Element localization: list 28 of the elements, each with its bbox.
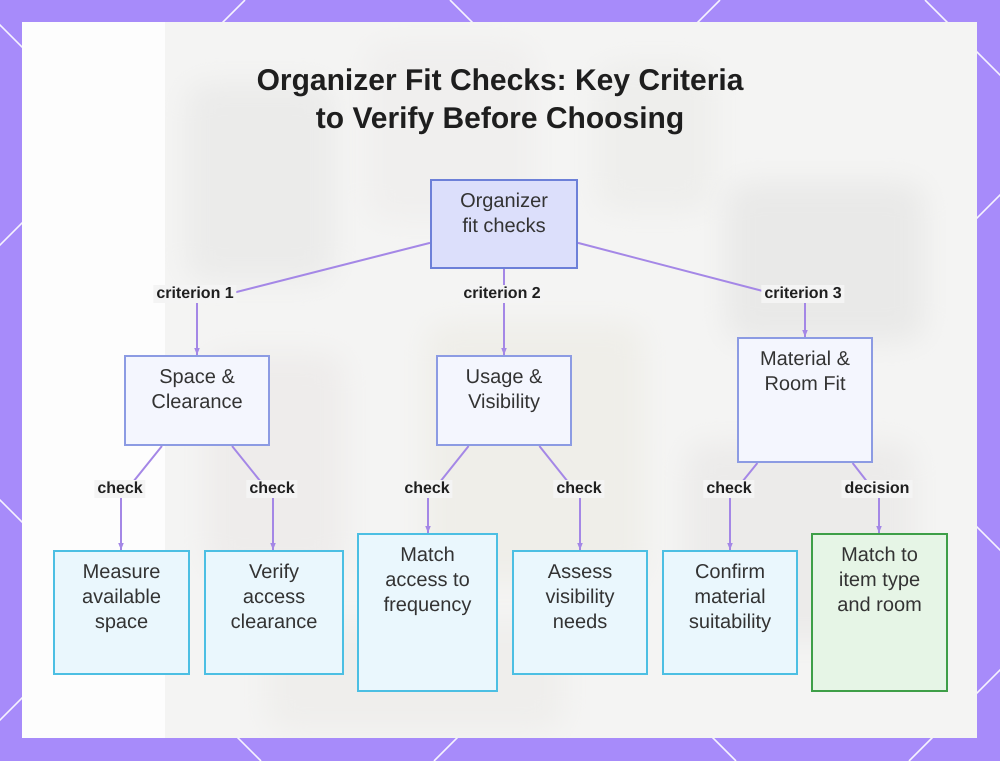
edge-label: criterion 3 xyxy=(761,285,845,303)
node-text: Assess visibility needs xyxy=(544,560,616,635)
process-box xyxy=(737,337,873,463)
process-box xyxy=(512,550,648,675)
node-text: Space & Clearance xyxy=(150,365,244,415)
node-text: Confirm material suitability xyxy=(688,560,772,635)
node-text: Measure available space xyxy=(81,560,162,635)
node-text: Verify access clearance xyxy=(230,560,318,635)
topic-box xyxy=(430,179,578,269)
node-text: Match access to frequency xyxy=(382,543,472,618)
node-text: Match to item type and room xyxy=(836,543,923,618)
process-box xyxy=(53,550,190,675)
edge-label: criterion 1 xyxy=(153,285,237,303)
node-text: Material & Room Fit xyxy=(758,347,852,397)
diagram-title: Organizer Fit Checks: Key Criteria to Verify Before Choosing xyxy=(256,63,745,137)
edge-label: check xyxy=(94,480,146,498)
node-text: Usage & Visibility xyxy=(464,365,544,415)
edge-label: check xyxy=(246,480,298,498)
edge-label: check xyxy=(703,480,755,498)
process-box xyxy=(124,355,270,446)
edge-label: decision xyxy=(842,480,912,498)
process-box xyxy=(436,355,572,446)
node-text: Organizer fit checks xyxy=(459,189,549,239)
decision-box xyxy=(811,533,948,692)
process-box xyxy=(204,550,344,675)
edge-label: check xyxy=(553,480,605,498)
process-box xyxy=(357,533,498,692)
process-box xyxy=(662,550,798,675)
